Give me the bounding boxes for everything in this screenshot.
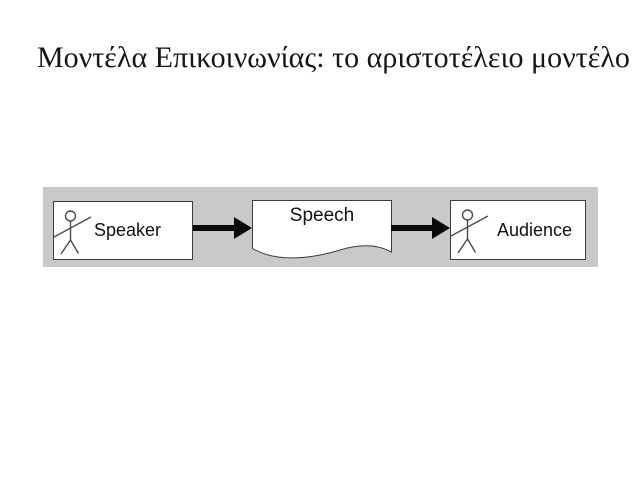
node-label-speaker: Speaker <box>94 220 162 240</box>
slide-title: Μοντέλα Επικοινωνίας: το αριστοτέλειο μο… <box>37 41 630 74</box>
node-audience: Audience <box>450 200 586 260</box>
person-icon <box>54 210 92 255</box>
node-label-audience: Audience <box>497 219 573 240</box>
arrow-right-icon <box>391 217 450 239</box>
node-label-speech: Speech <box>289 205 355 226</box>
person-icon <box>451 209 489 254</box>
node-speaker: Speaker <box>53 201 193 260</box>
node-speech: Speech <box>252 200 392 264</box>
arrow-right-icon <box>193 217 252 239</box>
document-shape <box>252 200 392 259</box>
